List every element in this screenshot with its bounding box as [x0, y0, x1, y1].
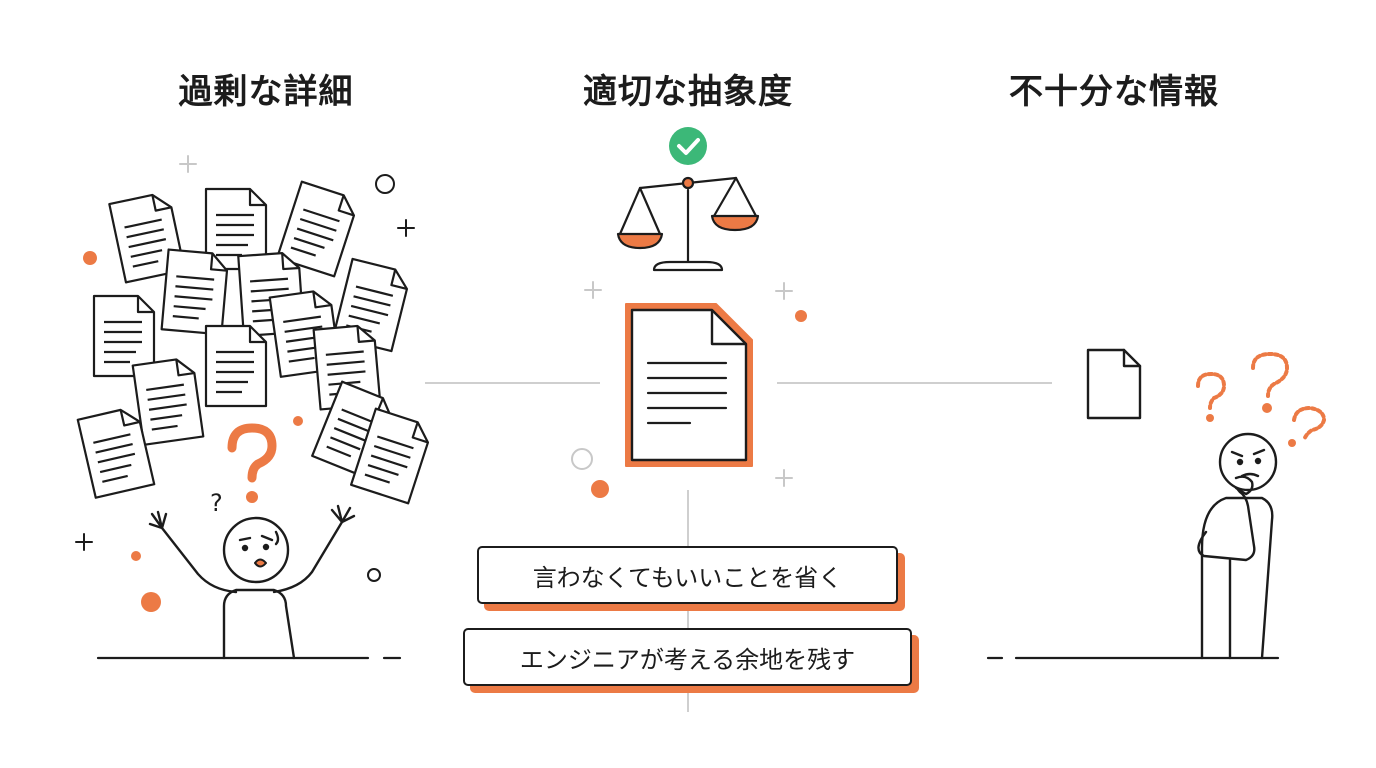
label-omit-unnecessary: 言わなくてもいいことを省く — [477, 546, 898, 604]
sparkle-icon — [775, 282, 793, 300]
sparse-document-icon — [1086, 348, 1142, 420]
accent-dot — [591, 480, 609, 498]
connector-lines — [425, 382, 1052, 712]
ring-dot — [375, 174, 395, 194]
label-leave-room-for-engineers: エンジニアが考える余地を残す — [463, 628, 912, 686]
decorations-center — [571, 281, 807, 498]
question-mark-icon — [227, 423, 277, 503]
accent-dot — [293, 416, 303, 426]
title-appropriate-abstraction: 適切な抽象度 — [583, 72, 793, 112]
decorations-left — [75, 155, 415, 612]
title-insufficient-info: 不十分な情報 — [1009, 72, 1219, 112]
question-dots — [1206, 403, 1296, 447]
accent-dot — [795, 310, 807, 322]
accent-dot — [131, 551, 141, 561]
document-icon — [160, 248, 230, 336]
accent-dot — [141, 592, 161, 612]
small-question-mark: ? — [210, 489, 223, 517]
accent-dot — [83, 251, 97, 265]
overwhelmed-person — [148, 504, 356, 660]
sparkle-icon — [397, 219, 415, 237]
sparkle-icon — [179, 155, 197, 173]
puzzled-person — [1197, 432, 1278, 660]
document-pile — [76, 180, 434, 505]
ring-dot — [367, 568, 381, 582]
document-icon — [131, 356, 205, 446]
balance-scale-icon — [616, 176, 760, 272]
sparkle-icon — [584, 281, 602, 299]
sparkle-icon — [775, 469, 793, 487]
title-excessive-detail: 過剰な詳細 — [178, 72, 354, 112]
question-marks-icon — [1196, 351, 1327, 442]
document-icon — [204, 324, 268, 408]
sparkle-icon — [75, 533, 93, 551]
check-icon — [669, 127, 707, 165]
ring-dot — [571, 448, 593, 470]
center-document-icon — [625, 303, 753, 467]
